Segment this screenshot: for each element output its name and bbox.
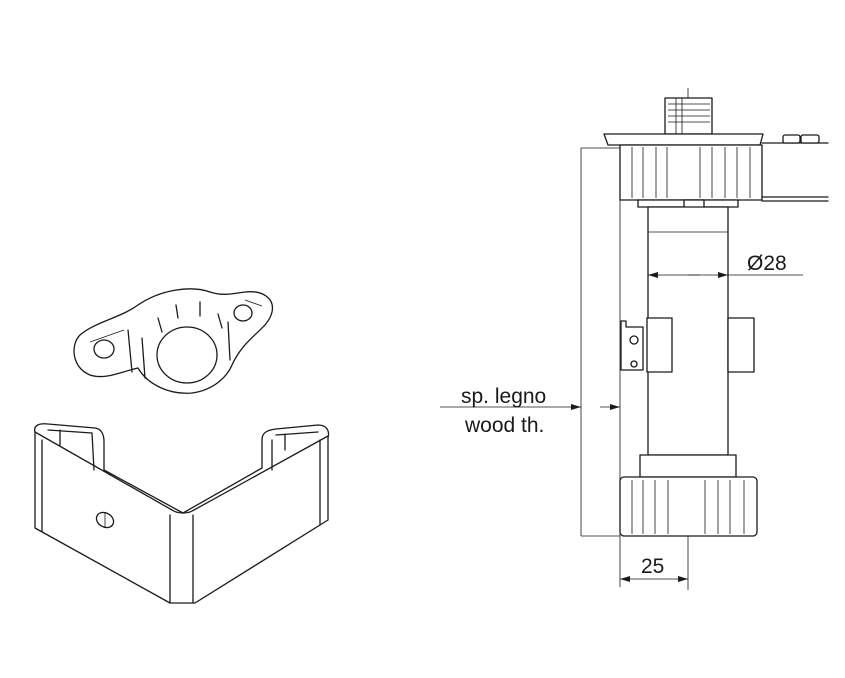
diameter-label: Ø28 [747, 252, 787, 275]
wood-thickness-label-en: wood th. [464, 414, 544, 437]
bracket-part [34, 423, 330, 604]
wood-thickness-label-it: sp. legno [461, 385, 546, 408]
offset-label: 25 [641, 555, 664, 578]
clip-part [73, 288, 274, 394]
leveling-foot [603, 88, 829, 590]
dimension-lines [440, 147, 803, 587]
